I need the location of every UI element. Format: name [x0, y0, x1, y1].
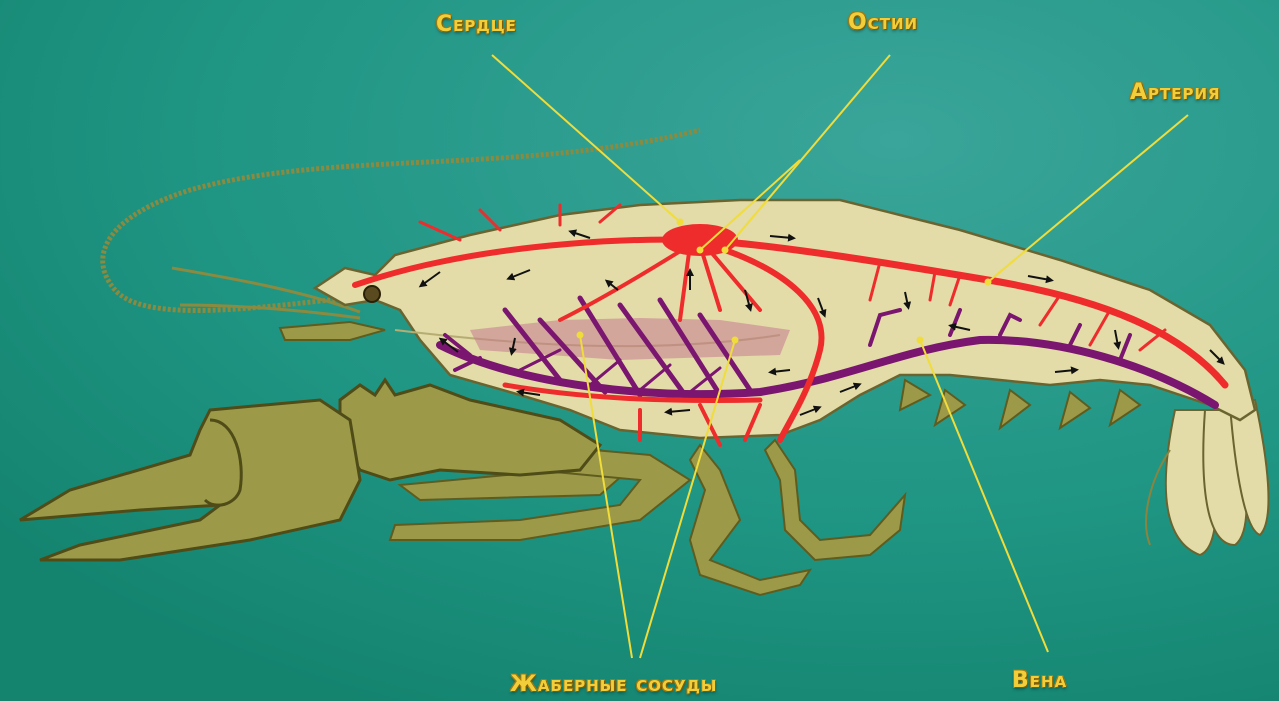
vein-label: Вена — [1012, 668, 1067, 694]
heart-label: Сердце — [436, 12, 517, 38]
artery-label: Артерия — [1130, 80, 1221, 106]
eye — [364, 286, 380, 302]
gill-vessels-label: Жаберные сосуды — [510, 672, 717, 698]
ostia-label: Остии — [848, 10, 918, 36]
